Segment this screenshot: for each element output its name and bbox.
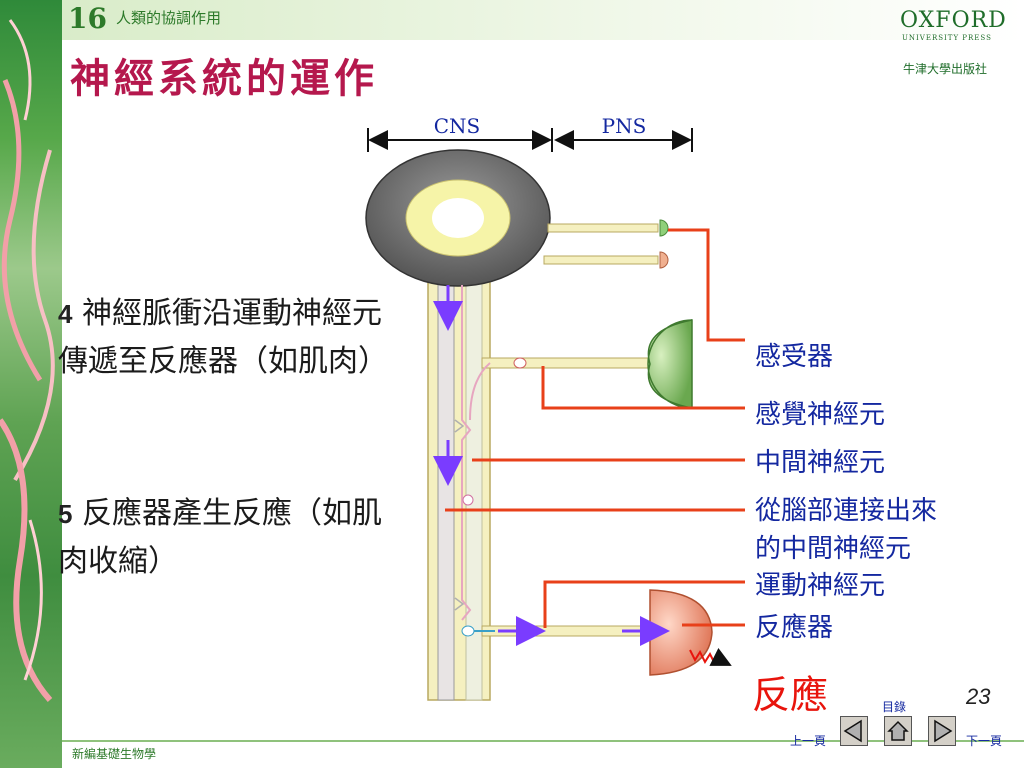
publisher-logo-subtitle: UNIVERSITY PRESS xyxy=(902,34,992,42)
effector-organ xyxy=(649,589,713,676)
nav-prev-link[interactable]: 上一頁 xyxy=(790,734,827,748)
label-receptor: 感受器 xyxy=(755,342,834,372)
interneuron-paths xyxy=(454,285,474,621)
pns-range-marker xyxy=(554,128,693,152)
spinal-cord xyxy=(427,269,491,701)
label-response: 反應 xyxy=(752,673,829,717)
step-4: 4 神經脈衝沿運動神經元傳遞至反應器（如肌肉） xyxy=(58,290,388,386)
brain-cross-section xyxy=(365,149,551,287)
pns-label: PNS xyxy=(602,114,647,138)
leader-sensory-neuron xyxy=(541,366,745,410)
left-triangle-icon xyxy=(843,719,862,743)
cns-label: CNS xyxy=(434,114,481,138)
leader-motor-neuron xyxy=(543,580,745,628)
receptor-organ xyxy=(647,319,693,409)
nav-contents-link[interactable]: 目錄 xyxy=(882,700,907,714)
next-page-button[interactable] xyxy=(928,716,956,746)
step-5: 5 反應器產生反應（如肌肉收縮） xyxy=(58,490,388,586)
cns-range-marker xyxy=(367,128,553,152)
home-icon xyxy=(887,720,909,741)
decorative-side-strip xyxy=(0,0,62,768)
chapter-title: 人類的協調作用 xyxy=(116,9,222,27)
leader-receptor xyxy=(668,228,745,342)
step-4-text: 神經脈衝沿運動神經元傳遞至反應器（如肌肉） xyxy=(58,296,388,379)
publisher-name: 牛津大學出版社 xyxy=(903,62,988,76)
page-title: 神經系統的運作 xyxy=(70,55,378,102)
step-5-text: 反應器產生反應（如肌肉收縮） xyxy=(58,496,383,579)
label-interneuron: 中間神經元 xyxy=(755,448,886,478)
header-band xyxy=(62,0,1024,40)
chapter-number: 16 xyxy=(68,2,107,35)
decorative-fibers-image xyxy=(0,19,55,703)
cranial-nerves xyxy=(543,219,669,269)
book-title: 新編基礎生物學 xyxy=(72,747,157,761)
nav-next-link[interactable]: 下一頁 xyxy=(966,734,1003,748)
home-button[interactable] xyxy=(884,716,912,746)
label-effector: 反應器 xyxy=(755,613,834,643)
page-number: 23 xyxy=(966,684,991,709)
motor-neuron-fiber xyxy=(461,625,651,637)
label-brain-interneuron-line1: 從腦部連接出來 xyxy=(755,496,938,526)
label-motor-neuron: 運動神經元 xyxy=(755,571,886,601)
label-brain-interneuron-line2: 的中間神經元 xyxy=(755,534,912,564)
response-arrow xyxy=(709,648,732,666)
footer-divider xyxy=(62,740,1024,742)
step-5-number: 5 xyxy=(58,499,73,529)
impulse-arrows xyxy=(433,285,670,646)
publisher-logo: OXFORD xyxy=(900,8,1007,33)
sensory-neuron-fiber xyxy=(469,357,653,421)
step-4-number: 4 xyxy=(58,299,73,329)
label-sensory-neuron: 感覺神經元 xyxy=(755,400,886,430)
label-leader-lines xyxy=(445,228,745,628)
prev-page-button[interactable] xyxy=(840,716,868,746)
right-triangle-icon xyxy=(934,719,953,743)
